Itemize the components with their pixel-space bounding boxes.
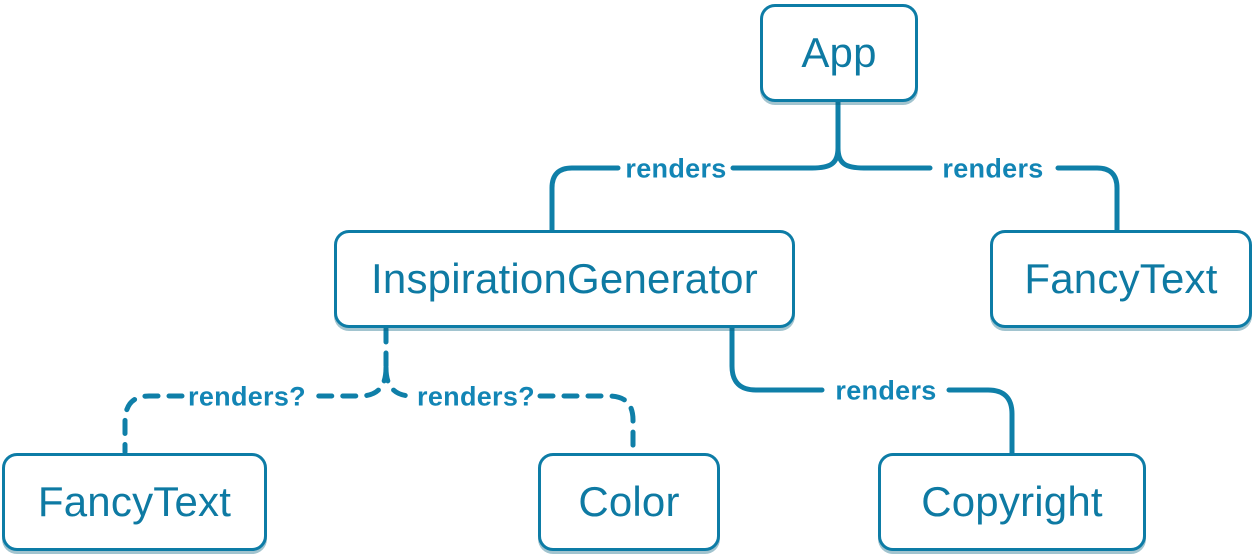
node-inspiration-generator: InspirationGenerator xyxy=(334,230,795,328)
edge-inspiration-generator-to-color xyxy=(383,365,636,453)
edge-label-renders-right: renders xyxy=(942,153,1044,184)
node-app: App xyxy=(760,4,918,102)
node-color: Color xyxy=(538,453,720,551)
edge-inspiration-generator-to-copyright xyxy=(729,324,1015,456)
node-fancy-text-top: FancyText xyxy=(990,230,1252,328)
node-fancy-text-bottom-label: FancyText xyxy=(37,478,232,525)
node-color-label: Color xyxy=(578,478,680,525)
edge-label-renders-copyright: renders xyxy=(835,375,937,406)
edge-app-to-fancy-text xyxy=(835,145,1120,233)
node-copyright-label: Copyright xyxy=(921,478,1103,525)
edge-label-renders-question-right: renders? xyxy=(417,381,535,412)
node-fancy-text-bottom: FancyText xyxy=(2,453,267,551)
edge-label-renders-question-left: renders? xyxy=(188,381,306,412)
node-fancy-text-top-label: FancyText xyxy=(1024,255,1218,302)
node-inspiration-generator-label: InspirationGenerator xyxy=(371,255,758,302)
node-app-label: App xyxy=(801,29,877,76)
edge-label-renders-left: renders xyxy=(625,153,727,184)
node-copyright: Copyright xyxy=(878,453,1146,551)
